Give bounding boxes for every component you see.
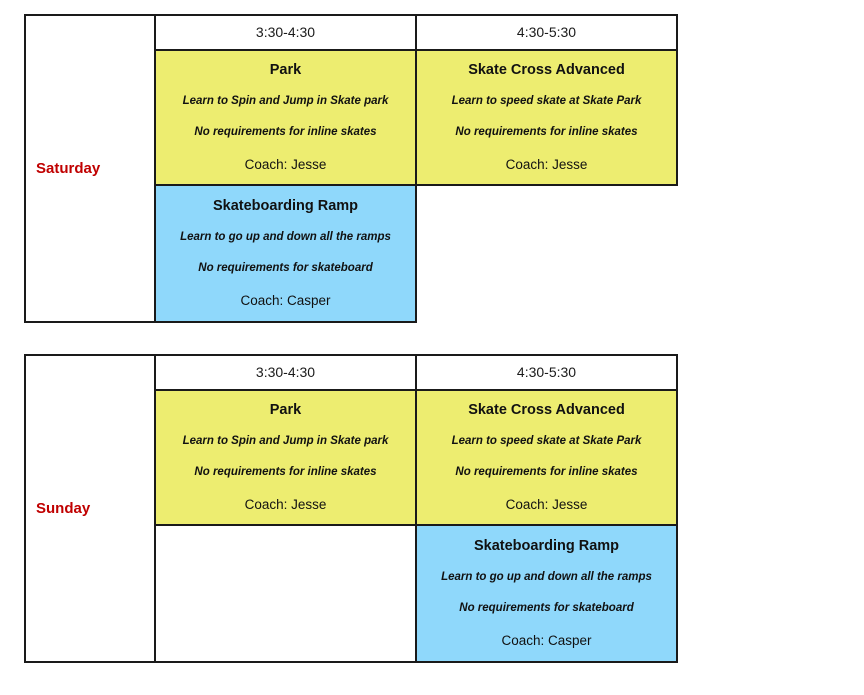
time-header-label: 3:30-4:30 bbox=[255, 23, 316, 40]
class-coach: Coach: Casper bbox=[501, 633, 592, 649]
class-description: Learn to Spin and Jump in Skate park bbox=[182, 434, 389, 447]
class-requirements: No requirements for inline skates bbox=[194, 466, 377, 479]
table-row: Park Learn to Spin and Jump in Skate par… bbox=[25, 389, 678, 526]
schedule-table-saturday: Saturday 3:30-4:30 4:30-5:30 Park Learn … bbox=[24, 14, 678, 323]
table-row: Skateboarding Ramp Learn to go up and do… bbox=[25, 184, 677, 323]
table-row: Skateboarding Ramp Learn to go up and do… bbox=[25, 524, 678, 663]
time-header-slot1-sunday: 3:30-4:30 bbox=[154, 354, 417, 391]
class-description: Learn to speed skate at Skate Park bbox=[451, 94, 642, 107]
class-cell-saturday-slot1-skateboarding-ramp[interactable]: Skateboarding Ramp Learn to go up and do… bbox=[154, 184, 417, 323]
class-coach: Coach: Jesse bbox=[505, 497, 588, 513]
class-title: Park bbox=[269, 62, 302, 79]
class-cell-sunday-slot2-skateboarding-ramp[interactable]: Skateboarding Ramp Learn to go up and do… bbox=[415, 524, 678, 663]
class-requirements: No requirements for inline skates bbox=[455, 126, 638, 139]
time-header-slot1-saturday: 3:30-4:30 bbox=[154, 14, 417, 51]
day-cell-saturday: Saturday bbox=[24, 14, 156, 323]
day-label: Saturday bbox=[36, 159, 101, 177]
time-header-slot2-sunday: 4:30-5:30 bbox=[415, 354, 678, 391]
table-row: Park Learn to Spin and Jump in Skate par… bbox=[25, 49, 678, 186]
class-requirements: No requirements for skateboard bbox=[198, 262, 373, 275]
class-title: Skate Cross Advanced bbox=[468, 402, 625, 419]
time-header-label: 4:30-5:30 bbox=[516, 363, 577, 380]
class-cell-saturday-slot2-skate-cross-advanced[interactable]: Skate Cross Advanced Learn to speed skat… bbox=[415, 49, 678, 186]
empty-cell-sunday-slot1 bbox=[154, 524, 417, 663]
class-cell-sunday-slot1-park[interactable]: Park Learn to Spin and Jump in Skate par… bbox=[154, 389, 417, 526]
class-coach: Coach: Jesse bbox=[244, 497, 327, 513]
class-cell-sunday-slot2-skate-cross-advanced[interactable]: Skate Cross Advanced Learn to speed skat… bbox=[415, 389, 678, 526]
class-title: Skateboarding Ramp bbox=[473, 538, 620, 555]
class-description: Learn to speed skate at Skate Park bbox=[451, 434, 642, 447]
day-cell-sunday: Sunday bbox=[24, 354, 156, 663]
day-label: Sunday bbox=[36, 499, 91, 517]
class-coach: Coach: Casper bbox=[240, 293, 331, 309]
class-title: Skateboarding Ramp bbox=[212, 198, 359, 215]
time-header-label: 3:30-4:30 bbox=[255, 363, 316, 380]
class-requirements: No requirements for skateboard bbox=[459, 602, 634, 615]
table-row: Saturday 3:30-4:30 4:30-5:30 bbox=[24, 14, 678, 323]
time-header-slot2-saturday: 4:30-5:30 bbox=[415, 14, 678, 51]
class-coach: Coach: Jesse bbox=[505, 157, 588, 173]
class-coach: Coach: Jesse bbox=[244, 157, 327, 173]
class-description: Learn to go up and down all the ramps bbox=[441, 570, 652, 583]
class-requirements: No requirements for inline skates bbox=[455, 466, 638, 479]
time-header-label: 4:30-5:30 bbox=[516, 23, 577, 40]
class-description: Learn to go up and down all the ramps bbox=[180, 230, 391, 243]
class-title: Skate Cross Advanced bbox=[468, 62, 625, 79]
class-title: Park bbox=[269, 402, 302, 419]
class-cell-saturday-slot1-park[interactable]: Park Learn to Spin and Jump in Skate par… bbox=[154, 49, 417, 186]
class-description: Learn to Spin and Jump in Skate park bbox=[182, 94, 389, 107]
table-row: Sunday 3:30-4:30 4:30-5:30 bbox=[24, 354, 678, 663]
class-requirements: No requirements for inline skates bbox=[194, 126, 377, 139]
empty-cell-saturday-slot2 bbox=[416, 185, 677, 322]
schedule-table-sunday: Sunday 3:30-4:30 4:30-5:30 Park Learn to… bbox=[24, 354, 678, 663]
